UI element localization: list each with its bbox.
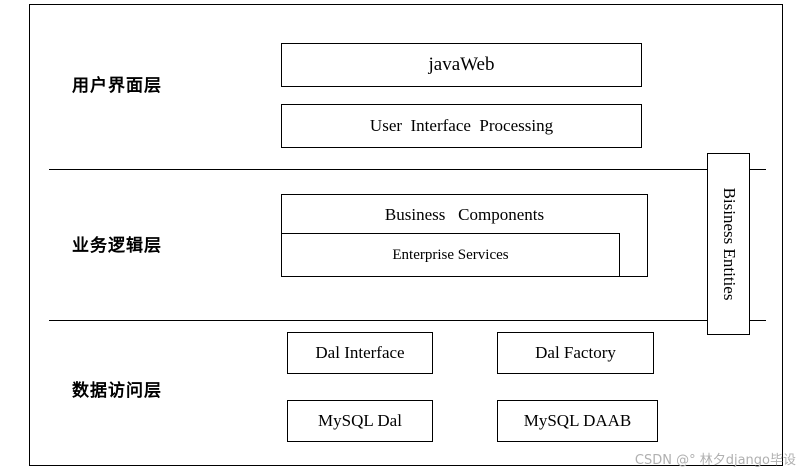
javaweb-box: javaWeb — [281, 43, 642, 87]
business-entities-label: Bisiness Entities — [719, 187, 739, 301]
layer-divider-upper — [49, 169, 766, 170]
ui-processing-label: User Interface Processing — [369, 116, 554, 135]
business-entities-box: Bisiness Entities — [707, 153, 750, 335]
mysql-daab-label: MySQL DAAB — [523, 411, 632, 430]
business-components-label: Business Components — [384, 205, 545, 224]
csdn-watermark: CSDN @° 林夕django毕设 — [634, 453, 796, 468]
layer-divider-lower — [49, 320, 766, 321]
mysql-dal-label: MySQL Dal — [318, 411, 402, 430]
dal-factory-box: Dal Factory — [497, 332, 654, 374]
ui-processing-box: User Interface Processing — [281, 104, 642, 148]
enterprise-services-label: Enterprise Services — [392, 246, 509, 263]
dal-interface-label: Dal Interface — [315, 343, 405, 362]
javaweb-label: javaWeb — [428, 54, 495, 75]
data-layer-label: 数据访问层 — [72, 381, 162, 401]
mysql-dal-box: MySQL Dal — [287, 400, 433, 442]
logic-layer-label: 业务逻辑层 — [72, 236, 162, 256]
diagram-frame — [29, 4, 783, 466]
enterprise-services-box: Enterprise Services — [281, 233, 620, 277]
ui-layer-label: 用户界面层 — [72, 76, 162, 96]
dal-factory-label: Dal Factory — [535, 343, 616, 362]
mysql-daab-box: MySQL DAAB — [497, 400, 658, 442]
dal-interface-box: Dal Interface — [287, 332, 433, 374]
